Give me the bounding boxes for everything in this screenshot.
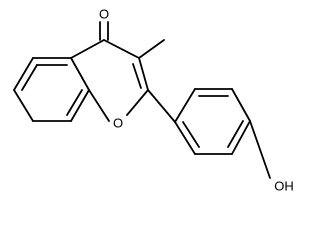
double-bond-inner xyxy=(66,89,83,116)
ring-oxygen-label: O xyxy=(113,115,123,130)
molecule-svg: O O OH xyxy=(13,6,294,193)
hydroxyl-label: OH xyxy=(274,178,294,193)
bond xyxy=(70,39,105,59)
bond xyxy=(88,89,110,122)
bond xyxy=(174,88,196,123)
bond xyxy=(174,121,196,155)
bond xyxy=(70,89,90,122)
double-bond-inner xyxy=(182,121,200,148)
bond xyxy=(126,89,149,116)
double-bond-inner xyxy=(132,63,142,89)
bond xyxy=(13,57,34,91)
bond xyxy=(231,120,251,155)
bond xyxy=(13,89,34,122)
methyl-bond xyxy=(138,39,165,59)
bond xyxy=(231,88,251,122)
double-bond-inner xyxy=(227,120,244,148)
hydroxyl-bond-2 xyxy=(249,120,271,179)
bond xyxy=(70,57,90,91)
carbonyl-oxygen-label: O xyxy=(99,6,109,21)
bond xyxy=(138,57,149,91)
double-bond-inner xyxy=(21,64,38,91)
structure-drawing: O O OH xyxy=(13,6,294,193)
bond xyxy=(147,89,176,123)
bond xyxy=(103,39,140,59)
